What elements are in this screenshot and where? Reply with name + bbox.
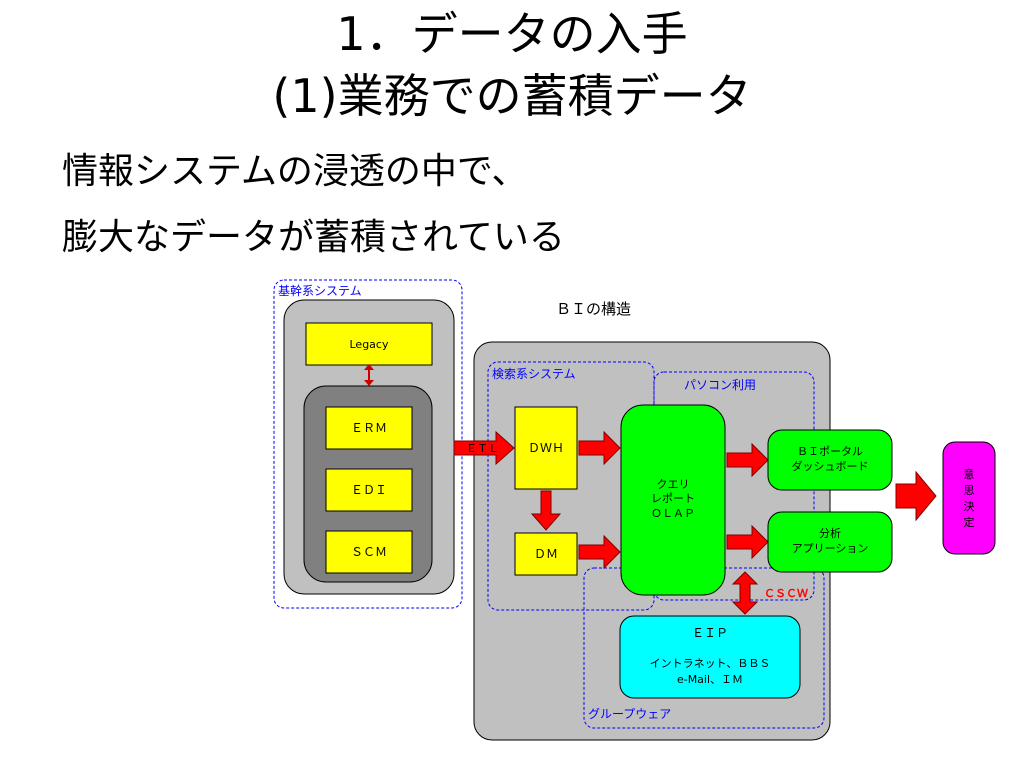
olap-label-line1: クエリ xyxy=(657,478,690,491)
edi-label: ＥＤＩ xyxy=(351,483,387,497)
dwh-label: ＤＷＨ xyxy=(528,441,564,455)
analysis-app-label-line1: 分析 xyxy=(819,526,841,540)
search-systems-label: 検索系システム xyxy=(492,367,576,381)
diagram-caption: ＢＩの構造 xyxy=(556,300,631,318)
legacy-label: Legacy xyxy=(350,338,389,351)
olap-label-line2: レポート xyxy=(651,492,695,505)
groupware-label: グループウェア xyxy=(588,707,671,721)
slide-title-line1: 1．データの入手 xyxy=(336,7,688,61)
olap-label-line3: ＯＬＡＰ xyxy=(651,507,695,520)
dm-to-olap-arrow xyxy=(578,534,621,570)
decision-char-4: 定 xyxy=(964,515,975,529)
decision-char-1: 意 xyxy=(964,467,975,481)
etl-arrow xyxy=(453,430,515,466)
olap-to-portal-arrow xyxy=(726,442,769,478)
cscw-double-arrow xyxy=(731,571,759,615)
dm-label: ＤＭ xyxy=(534,547,558,561)
dwh-box xyxy=(514,406,578,490)
slide-title-line2: (1)業務での蓄積データ xyxy=(272,69,752,123)
legacy-box xyxy=(305,322,433,366)
bullet-line2: 膨大なデータが蓄積されている xyxy=(62,217,565,258)
analysis-app-box xyxy=(767,511,893,573)
eip-label-line3: e-Mail、ＩＭ xyxy=(677,673,743,686)
to-decision-arrow xyxy=(895,470,937,522)
bi-portal-box xyxy=(767,429,893,491)
erm-box xyxy=(325,406,413,450)
decision-char-3: 決 xyxy=(964,500,975,513)
dm-box xyxy=(514,532,578,576)
scm-box xyxy=(325,530,413,574)
olap-box xyxy=(620,404,726,596)
decision-box xyxy=(942,441,996,555)
analysis-app-label-line2: アプリーション xyxy=(792,542,869,555)
olap-to-analysis-arrow xyxy=(726,524,769,560)
decision-char-2: 思 xyxy=(964,484,975,497)
pc-use-group xyxy=(653,371,815,601)
bullet-line1: 情報システムの浸透の中で、 xyxy=(62,151,528,192)
bi-portal-label-line1: ＢＩポータル xyxy=(797,445,863,458)
core-systems-label: 基幹系システム xyxy=(278,283,362,298)
dwh-to-olap-arrow xyxy=(578,430,621,466)
erm-label: ＥＲＭ xyxy=(351,421,387,435)
eip-box xyxy=(619,615,801,699)
dwh-to-dm-arrow xyxy=(530,490,562,531)
bi-portal-label-line2: ダッシュボード xyxy=(792,459,869,473)
eip-label-line2: イントラネット、ＢＢＳ xyxy=(650,657,771,670)
edi-box xyxy=(325,468,413,512)
cscw-label: ＣＳＣＷ xyxy=(764,587,808,600)
scm-label: ＳＣＭ xyxy=(351,545,387,559)
eip-label-line1: ＥＩＰ xyxy=(692,626,728,640)
etl-label: ＥＴＬ xyxy=(466,442,499,455)
pc-use-label: パソコン利用 xyxy=(684,378,756,392)
